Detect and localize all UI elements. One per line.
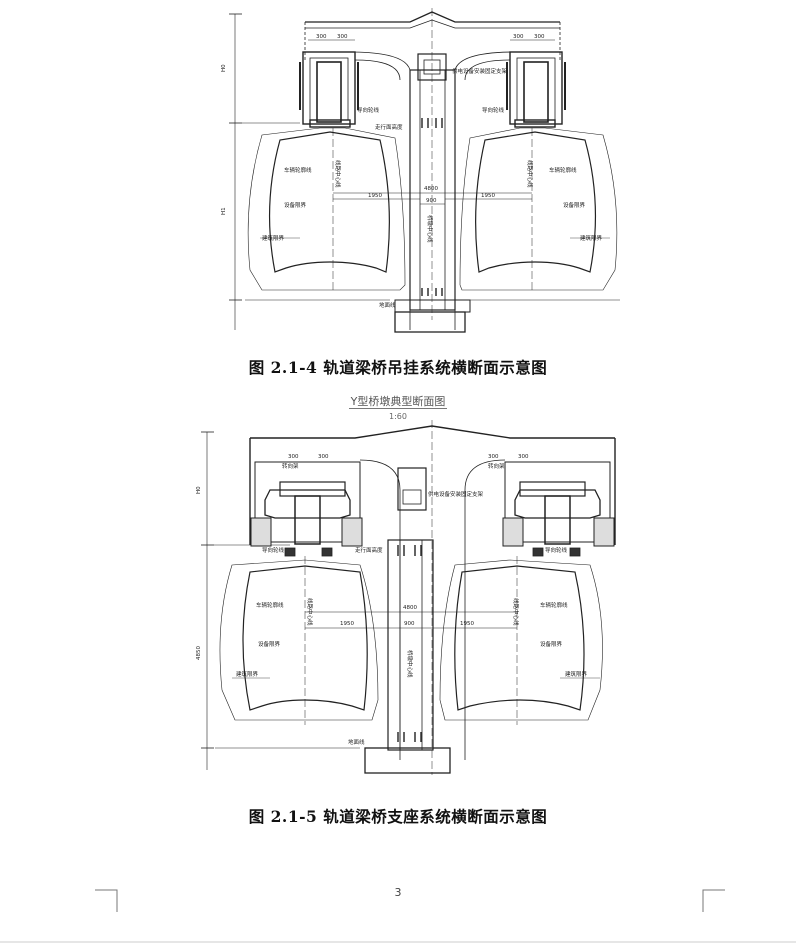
label2-equip-limit-left: 设备限界 (258, 640, 281, 648)
dim2-300-a: 300 (288, 454, 299, 460)
figure2-drawing-title-text: Y型桥墩典型断面图 (348, 395, 448, 409)
dim2-4850: 4850 (196, 646, 202, 660)
label2-guide-right: 导向轮线 (545, 546, 568, 554)
label2-equip: 供电设备安装固定支架 (428, 490, 484, 498)
figure2-scale: 1:60 (389, 412, 407, 421)
label-equip-limit-left: 设备限界 (284, 201, 307, 209)
label-equip: 供电设备安装固定支架 (452, 67, 508, 75)
dim2-300-c: 300 (488, 454, 499, 460)
dim-1950-right: 1950 (481, 193, 495, 199)
label2-walk: 走行面高度 (355, 546, 383, 554)
label2-bogie-left: 转向架 (282, 462, 299, 470)
label2-vehicle-right: 车辆轮廓线 (540, 601, 568, 609)
label-build-limit-right: 建筑限界 (580, 234, 603, 242)
dim-h1: H1 (221, 207, 227, 215)
dim-4800: 4800 (424, 186, 438, 192)
dim2-1950-left: 1950 (340, 621, 354, 627)
page-number: 3 (394, 886, 402, 899)
label-line-center-right: 线路中心线 (526, 160, 534, 188)
figure-support-drawing: H0 4850 300 300 300 300 4800 1950 1950 9… (196, 420, 616, 775)
figure2-caption: 图 2.1-5 轨道梁桥支座系统横断面示意图 (248, 807, 548, 826)
label2-line-center-right: 线路中心线 (512, 598, 520, 626)
figure-suspension-drawing: H0 H1 300 300 300 300 4800 1950 1950 900… (221, 8, 620, 333)
label2-build-limit-right: 建筑限界 (565, 670, 588, 678)
dim-h0: H0 (221, 64, 227, 72)
label2-line-center-left: 线路中心线 (306, 598, 314, 626)
dim2-h0: H0 (196, 486, 202, 494)
label-vehicle-right: 车辆轮廓线 (549, 166, 577, 174)
figure1-caption: 图 2.1-4 轨道梁桥吊挂系统横断面示意图 (248, 358, 548, 377)
label2-guide-left: 导向轮线 (262, 546, 285, 554)
dim2-4800: 4800 (403, 605, 417, 611)
label2-bogie-right: 转向架 (488, 462, 505, 470)
dim-300-c: 300 (513, 34, 524, 40)
dim-900: 900 (426, 198, 437, 204)
label-equip-limit-right: 设备限界 (563, 201, 586, 209)
dim2-300-b: 300 (318, 454, 329, 460)
dim-300-d: 300 (534, 34, 545, 40)
label-vehicle-left: 车辆轮廓线 (284, 166, 312, 174)
dim2-300-d: 300 (518, 454, 529, 460)
label2-ground: 地面线 (348, 738, 365, 746)
dim-300-a: 300 (316, 34, 327, 40)
dim2-900: 900 (404, 621, 415, 627)
label-line-center-left: 线路中心线 (334, 160, 342, 188)
label2-vehicle-left: 车辆轮廓线 (256, 601, 284, 609)
dim-1950-left: 1950 (368, 193, 382, 199)
label2-pier-center: 桥墩中心线 (406, 650, 414, 678)
label-pier-center: 桥墩中心线 (426, 215, 434, 243)
dim2-1950-right: 1950 (460, 621, 474, 627)
label-guide-right: 导向轮线 (482, 106, 505, 114)
label-guide-left: 导向轮线 (357, 106, 380, 114)
label2-equip-limit-right: 设备限界 (540, 640, 563, 648)
dim-300-b: 300 (337, 34, 348, 40)
figure2-drawing-title: Y型桥墩典型断面图 (0, 393, 796, 409)
label-ground: 地面线 (379, 301, 396, 309)
label2-build-limit-left: 建筑限界 (236, 670, 259, 678)
label-build-limit-left: 建筑限界 (262, 234, 285, 242)
label-walk: 走行面高度 (375, 123, 403, 131)
